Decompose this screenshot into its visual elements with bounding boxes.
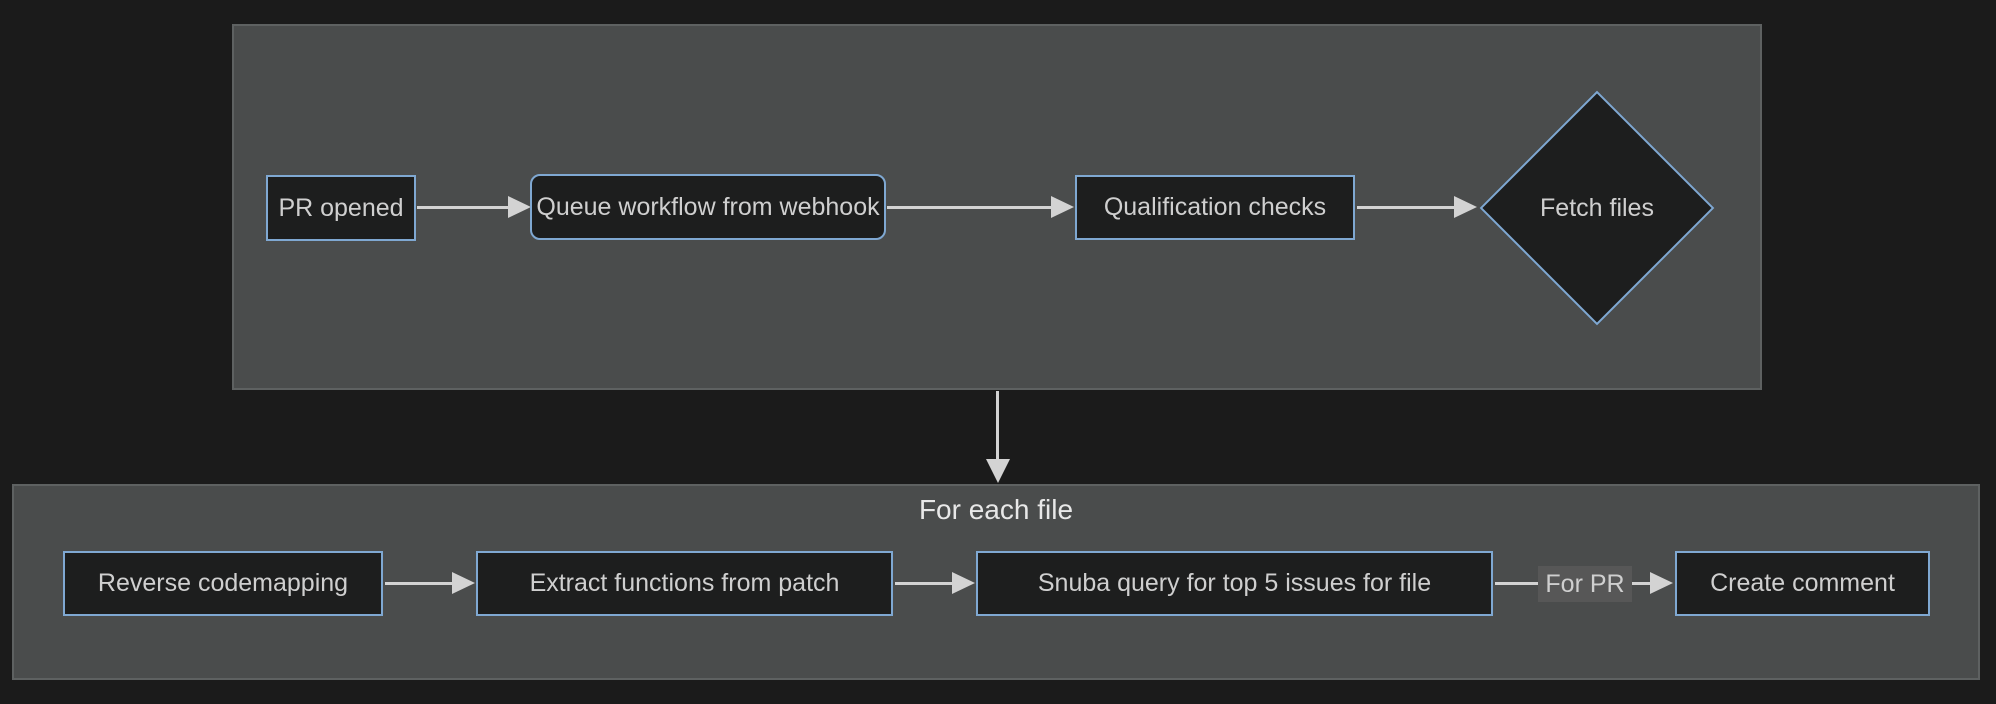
edge-label-to-create <box>1630 582 1652 585</box>
arrowhead-extract-to-snuba-icon <box>952 572 975 594</box>
edge-queue-to-qual <box>887 206 1053 209</box>
edge-reverse-to-extract <box>385 582 454 585</box>
edge-qual-to-fetch <box>1357 206 1456 209</box>
node-create-comment: Create comment <box>1675 551 1930 616</box>
node-queue-workflow: Queue workflow from webhook <box>530 174 886 240</box>
edge-extract-to-snuba <box>895 582 954 585</box>
arrowhead-pr-to-queue-icon <box>508 196 531 218</box>
node-extract-functions: Extract functions from patch <box>476 551 893 616</box>
edge-pr-to-queue <box>417 206 510 209</box>
node-snuba-query: Snuba query for top 5 issues for file <box>976 551 1493 616</box>
arrowhead-stage1-to-stage2-icon <box>986 459 1010 483</box>
edge-label-for-pr: For PR <box>1538 566 1632 602</box>
edge-stage1-to-stage2 <box>996 391 999 461</box>
arrowhead-label-to-create-icon <box>1650 572 1673 594</box>
arrowhead-reverse-to-extract-icon <box>452 572 475 594</box>
cluster-for-each-file-title: For each file <box>918 494 1074 525</box>
node-reverse-codemapping: Reverse codemapping <box>63 551 383 616</box>
node-fetch-files-label: Fetch files <box>1540 193 1654 222</box>
node-pr-opened: PR opened <box>266 175 416 241</box>
edge-snuba-to-label <box>1495 582 1555 585</box>
node-qualification-checks: Qualification checks <box>1075 175 1355 240</box>
arrowhead-qual-to-fetch-icon <box>1454 196 1477 218</box>
arrowhead-queue-to-qual-icon <box>1051 196 1074 218</box>
